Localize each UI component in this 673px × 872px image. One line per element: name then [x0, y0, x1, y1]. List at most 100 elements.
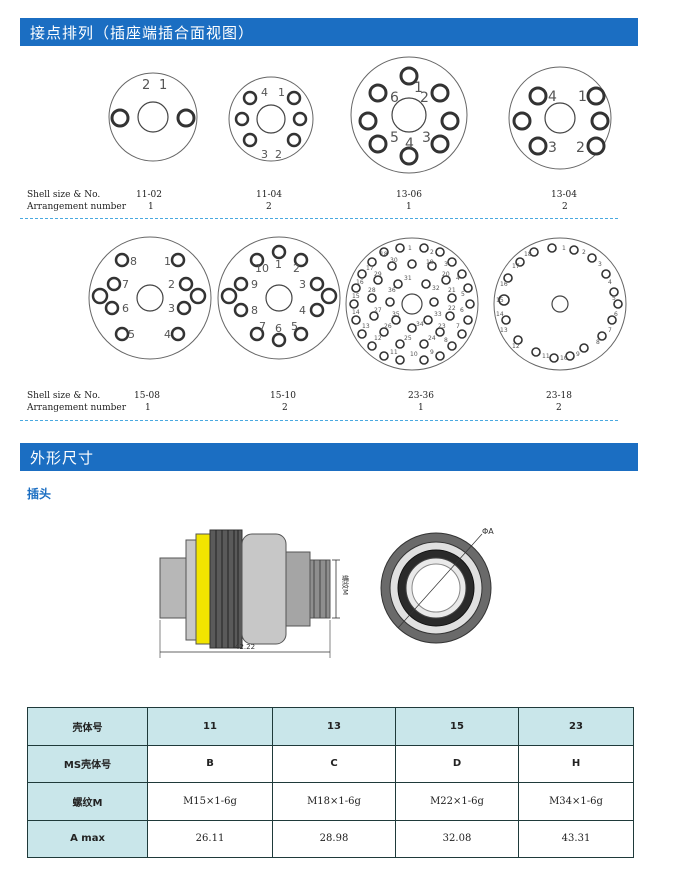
svg-text:2: 2 [142, 78, 150, 93]
table-cell: D [395, 744, 519, 783]
caption-shell-13-06: 13-06 [396, 190, 422, 200]
svg-text:2: 2 [582, 249, 586, 256]
caption-arr-13-06: 1 [406, 202, 412, 212]
svg-text:1: 1 [159, 78, 167, 93]
svg-text:6: 6 [122, 302, 129, 315]
svg-text:3: 3 [444, 261, 448, 268]
caption-shell-23-18: 23-18 [546, 391, 572, 401]
svg-text:8: 8 [251, 304, 258, 317]
svg-text:17: 17 [366, 265, 374, 272]
caption-arr-15-10: 2 [282, 403, 288, 413]
svg-text:1: 1 [278, 86, 285, 99]
svg-text:2: 2 [420, 90, 429, 106]
svg-text:16: 16 [500, 281, 508, 288]
table-cell: 11 [147, 707, 273, 746]
svg-text:4: 4 [164, 328, 171, 341]
caption-arrangement-label: Arrangement number [27, 202, 127, 212]
table-cell: 28.98 [272, 819, 396, 858]
svg-text:8: 8 [444, 337, 448, 344]
svg-text:5: 5 [291, 320, 298, 333]
svg-text:13: 13 [362, 323, 370, 330]
svg-text:4: 4 [405, 136, 414, 152]
svg-text:22: 22 [448, 305, 456, 312]
svg-text:12: 12 [374, 335, 382, 342]
svg-text:3: 3 [261, 148, 268, 161]
insert-diagram-15-08: 8 1 7 2 6 3 5 4 [88, 236, 212, 360]
svg-text:8: 8 [596, 339, 600, 346]
svg-text:ΦA: ΦA [482, 527, 494, 536]
svg-text:14: 14 [496, 311, 504, 318]
svg-text:4: 4 [261, 86, 268, 99]
table-cell: 23 [518, 707, 634, 746]
svg-text:10: 10 [255, 262, 269, 275]
caption-arr-15-08: 1 [145, 403, 151, 413]
caption-arr-11-04: 2 [266, 202, 272, 212]
svg-text:4: 4 [608, 279, 612, 286]
insert-diagram-11-04: 4 1 3 2 [228, 76, 314, 162]
table-row: A max 26.11 28.98 32.08 43.31 [27, 819, 634, 858]
svg-text:6: 6 [275, 322, 282, 335]
svg-text:3: 3 [598, 261, 602, 268]
svg-text:24: 24 [428, 335, 436, 342]
table-cell: M15×1-6g [147, 782, 273, 821]
svg-text:28: 28 [368, 287, 376, 294]
svg-text:9: 9 [430, 349, 434, 356]
svg-text:36: 36 [388, 287, 396, 294]
table-cell: 32.08 [395, 819, 519, 858]
svg-text:14: 14 [352, 309, 360, 316]
svg-text:5: 5 [128, 328, 135, 341]
spec-table: 壳体号 11 13 15 23 MS壳体号 B C D H 螺纹M M15×1-… [27, 707, 634, 858]
caption-shell-23-36: 23-36 [408, 391, 434, 401]
divider-dashed [20, 218, 618, 219]
svg-text:1: 1 [562, 245, 566, 252]
caption-shell-11-02: 11-02 [136, 190, 162, 200]
svg-text:7: 7 [608, 327, 612, 334]
svg-text:15: 15 [352, 293, 360, 300]
insert-diagram-15-10: 10 1 2 9 3 8 4 7 6 5 [217, 236, 341, 360]
row-label: MS壳体号 [27, 744, 148, 783]
svg-text:13: 13 [500, 327, 508, 334]
svg-text:18: 18 [380, 251, 388, 258]
plug-front-view-drawing: ΦA [378, 520, 513, 650]
row-label: 螺纹M [27, 782, 148, 821]
row-label: 壳体号 [27, 707, 148, 746]
table-cell: H [518, 744, 634, 783]
svg-text:19: 19 [426, 259, 434, 266]
svg-text:9: 9 [576, 351, 580, 358]
section-header-contact: 接点排列（插座端插合面视图） [20, 18, 638, 46]
svg-text:6: 6 [390, 90, 399, 106]
svg-text:35: 35 [392, 311, 400, 318]
svg-text:10: 10 [560, 355, 568, 362]
caption-arrangement-label-2: Arrangement number [27, 403, 127, 413]
svg-text:11: 11 [542, 353, 550, 360]
svg-text:29: 29 [374, 271, 382, 278]
svg-text:6: 6 [614, 311, 618, 318]
caption-arr-23-18: 2 [556, 403, 562, 413]
caption-shell-15-08: 15-08 [134, 391, 160, 401]
svg-text:30: 30 [390, 257, 398, 264]
svg-text:3: 3 [548, 140, 557, 156]
svg-text:2: 2 [168, 278, 175, 291]
svg-text:1: 1 [578, 89, 587, 105]
svg-text:31: 31 [404, 275, 412, 282]
svg-text:4: 4 [456, 275, 460, 282]
svg-text:2: 2 [275, 148, 282, 161]
svg-text:42.22: 42.22 [235, 643, 255, 651]
svg-text:21: 21 [448, 287, 456, 294]
svg-text:23: 23 [438, 323, 446, 330]
svg-text:12: 12 [512, 343, 520, 350]
svg-text:1: 1 [408, 245, 412, 252]
section-header-dimensions: 外形尺寸 [20, 443, 638, 471]
caption-shell-15-10: 15-10 [270, 391, 296, 401]
svg-text:6: 6 [460, 307, 464, 314]
svg-text:1: 1 [164, 255, 171, 268]
table-cell: 26.11 [147, 819, 273, 858]
section-title: 接点排列（插座端插合面视图） [30, 24, 255, 42]
table-cell: C [272, 744, 396, 783]
thread-dimension: 螺纹M [341, 575, 350, 595]
table-cell: M34×1-6g [518, 782, 634, 821]
svg-text:11: 11 [390, 349, 398, 356]
svg-text:18: 18 [524, 251, 532, 258]
svg-text:7: 7 [456, 323, 460, 330]
